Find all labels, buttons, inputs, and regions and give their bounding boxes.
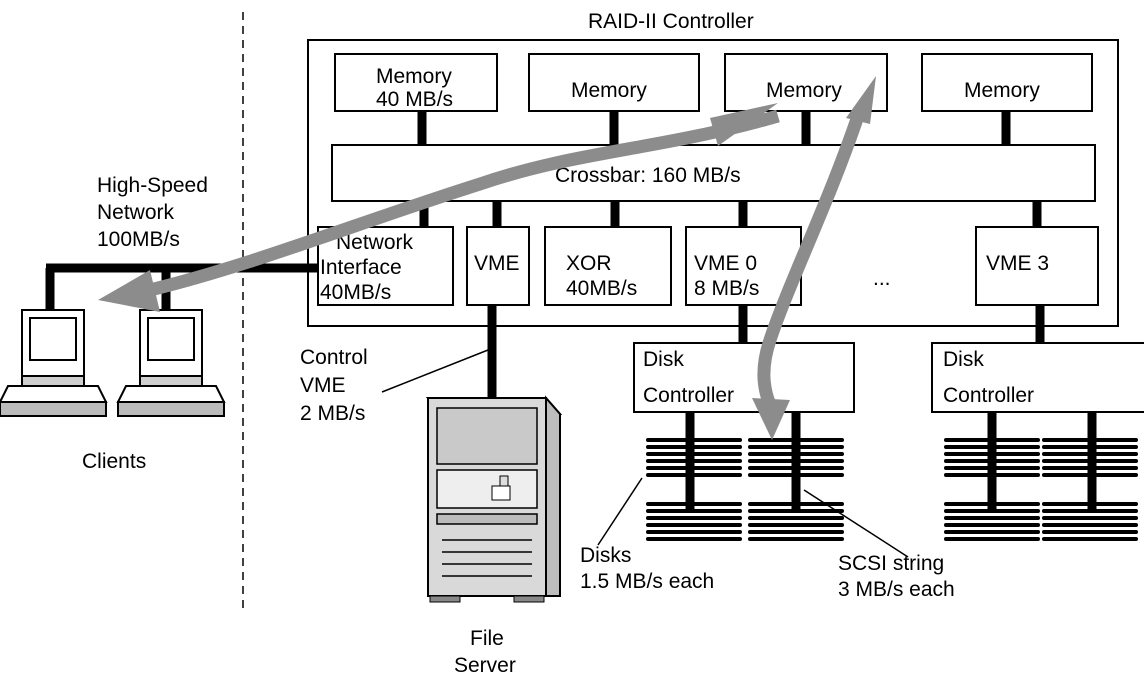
scsi-label-line1: SCSI string <box>838 552 944 575</box>
disk-controller-2-line1: Disk <box>943 348 984 371</box>
crossbar-label: Crossbar: 160 MB/s <box>555 164 741 187</box>
data-flow-arrow-network <box>98 103 780 312</box>
file-server-line1: File <box>470 627 504 650</box>
network-interface-box <box>317 226 454 306</box>
ellipsis-label: ... <box>873 267 891 290</box>
memory-2-label: Memory <box>571 79 647 102</box>
disk-controller-1-line1: Disk <box>643 348 684 371</box>
controller-title: RAID-II Controller <box>588 10 754 33</box>
network-label-line1: High-Speed <box>97 174 208 197</box>
xor-speed: 40MB/s <box>566 277 637 300</box>
control-vme-line3: 2 MB/s <box>300 402 365 425</box>
vme0-label: VME 0 <box>694 252 757 275</box>
client-computer-2 <box>117 309 225 417</box>
vme3-box <box>975 226 1099 306</box>
clients-label: Clients <box>82 450 146 473</box>
memory-box-4 <box>921 53 1093 112</box>
disk-controller-box-1 <box>633 342 855 413</box>
disks-pointer <box>597 477 643 546</box>
memory-1-label: Memory <box>376 65 452 88</box>
controller-box <box>307 39 1119 327</box>
disks-label-line1: Disks <box>580 544 631 567</box>
network-interface-line3: 40MB/s <box>320 281 391 304</box>
crossbar-connectors <box>419 201 1042 227</box>
memory-box-2 <box>528 53 700 112</box>
network-interface-line2: Interface <box>320 256 402 279</box>
xor-box <box>544 226 672 306</box>
file-server-icon <box>425 395 563 603</box>
memory-connectors <box>417 111 1011 145</box>
control-vme-line1: Control <box>300 346 368 369</box>
control-vme-pointer <box>381 349 489 393</box>
xor-label: XOR <box>566 252 612 275</box>
vme0-speed: 8 MB/s <box>694 277 759 300</box>
file-server-line2: Server <box>454 654 516 677</box>
network-label-line3: 100MB/s <box>97 228 180 251</box>
network-interface-line1: Network <box>336 231 414 254</box>
memory-box-1 <box>334 53 498 112</box>
disks-label-line2: 1.5 MB/s each <box>580 570 714 593</box>
vme3-label: VME 3 <box>986 252 1049 275</box>
memory-3-label: Memory <box>766 79 842 102</box>
network-label-line2: Network <box>97 201 175 224</box>
memory-4-label: Memory <box>964 79 1040 102</box>
vme-box <box>466 226 530 306</box>
scsi-label-line2: 3 MB/s each <box>838 578 955 601</box>
control-vme-line2: VME <box>300 374 346 397</box>
disk-controller-1-line2: Controller <box>643 384 734 407</box>
vme-label: VME <box>474 252 520 275</box>
disk-controller-box-2 <box>931 342 1144 413</box>
scsi-pointer <box>803 489 909 558</box>
memory-1-speed: 40 MB/s <box>376 88 453 111</box>
client-computer-1 <box>0 309 107 417</box>
data-flow-arrow-disk <box>752 76 876 440</box>
disk-controller-2-line2: Controller <box>943 384 1034 407</box>
